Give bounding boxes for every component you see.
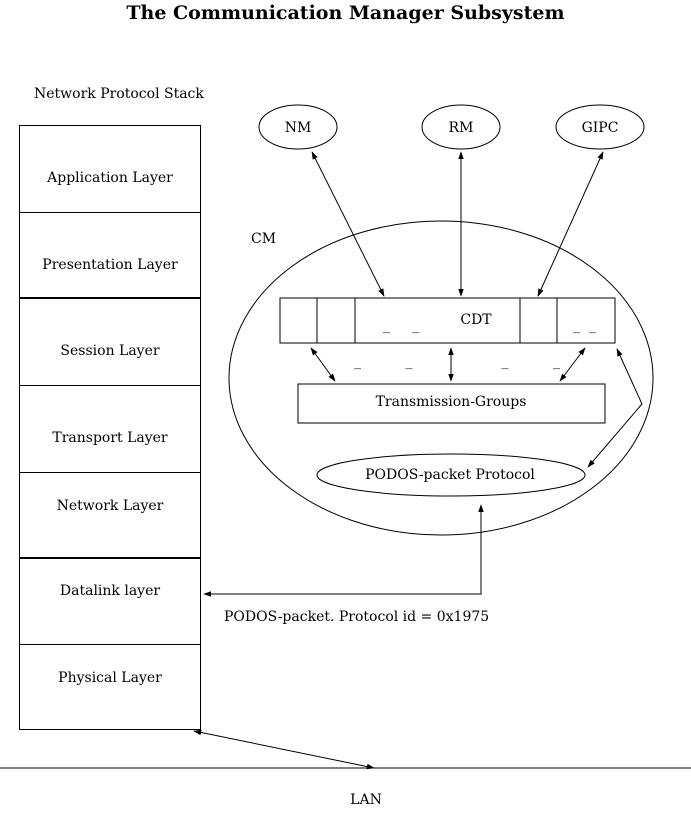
protocol-stack: Application Layer Presentation Layer Ses… [19, 125, 201, 730]
cdt-table [279, 297, 616, 344]
stack-heading: Network Protocol Stack [34, 86, 204, 102]
layer-label: Network Layer [56, 498, 164, 514]
cdt-marks-left: _ _ [383, 318, 419, 334]
layer-label: Presentation Layer [42, 257, 178, 273]
rm-node [421, 104, 501, 150]
physical-lan-arrow [193, 729, 375, 770]
stack-layer-network: Network Layer [20, 473, 200, 559]
rm-label: RM [449, 120, 474, 136]
cdt-dash-marks: _ _ _ _ [354, 354, 560, 370]
packet-label: PODOS-packet. Protocol id = 0x1975 [224, 609, 489, 625]
stack-layer-session: Session Layer [20, 299, 200, 386]
cdt-tg-arrow-left [310, 347, 336, 382]
podos-protocol-label: PODOS-packet Protocol [365, 467, 535, 483]
podos-protocol-node [316, 453, 586, 497]
cdt-tg-arrow-right [559, 347, 586, 382]
gipc-node [555, 104, 645, 150]
lan-label: LAN [350, 792, 382, 808]
stack-layer-datalink: Datalink layer [20, 559, 200, 645]
cm-boundary [228, 220, 654, 536]
gipc-label: GIPC [582, 120, 619, 136]
layer-label: Transport Layer [52, 430, 168, 446]
gipc-cdt-arrow [537, 151, 604, 297]
podos-datalink-arrow [203, 504, 484, 597]
transmission-groups-label: Transmission-Groups [376, 394, 527, 410]
cdt-label: CDT [460, 312, 492, 328]
stack-layer-transport: Transport Layer [20, 386, 200, 473]
stack-layer-presentation: Presentation Layer [20, 213, 200, 299]
stack-layer-physical: Physical Layer [20, 645, 200, 729]
diagram-title: The Communication Manager Subsystem [126, 2, 565, 24]
stack-layer-application: Application Layer [20, 126, 200, 213]
cdt-podos-arrow [587, 348, 643, 468]
nm-cdt-arrow [311, 151, 385, 297]
cm-label: CM [251, 231, 276, 247]
layer-label: Datalink layer [59, 583, 161, 599]
layer-label: Application Layer [47, 170, 173, 186]
cdt-marks-right: _ _ [573, 318, 596, 334]
layer-label: Session Layer [60, 343, 160, 359]
nm-node [258, 104, 338, 150]
nm-label: NM [285, 120, 312, 136]
layer-label: Physical Layer [58, 670, 162, 686]
